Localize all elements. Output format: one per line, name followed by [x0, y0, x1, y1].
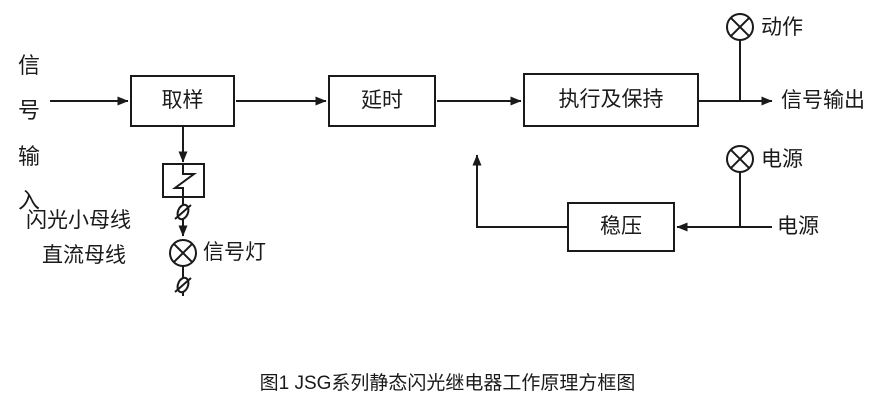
action-lamp-label: 动作 — [761, 16, 803, 39]
relay-contact-icon — [171, 164, 198, 197]
figure-caption: 图1 JSG系列静态闪光继电器工作原理方框图 — [259, 373, 636, 394]
arrow-regulator-to-execute — [472, 154, 568, 228]
block-label-execute-hold: 执行及保持 — [558, 88, 664, 111]
block-regulator — [567, 202, 675, 252]
block-label-sampling: 取样 — [161, 89, 204, 112]
input-char-2: 号 — [18, 98, 41, 123]
power-lamp-label: 电源 — [761, 148, 803, 171]
input-char-1: 信 — [18, 53, 41, 78]
block-sampling — [130, 75, 235, 127]
terminal-slash-stroke-flash — [174, 204, 192, 220]
flash-bus-label: 闪光小母线 — [26, 209, 131, 232]
block-label-delay: 延时 — [361, 89, 403, 112]
signal-lamp-label: 信号灯 — [203, 241, 266, 264]
input-char-4: 入 — [18, 188, 41, 213]
dc-bus-label: 直流母线 — [42, 244, 126, 267]
signal-lamp-cross-b — [173, 243, 193, 263]
block-label-regulator: 稳压 — [600, 215, 642, 238]
input-char-3: 输 — [18, 144, 41, 169]
action-lamp-cross-b — [730, 17, 750, 37]
block-execute-hold — [523, 73, 699, 127]
power-input-label: 电源 — [777, 215, 819, 238]
block-delay — [328, 75, 436, 127]
terminal-slash-stroke-dc — [174, 277, 192, 293]
signal-output-label: 信号输出 — [781, 89, 865, 112]
power-lamp-cross-b — [730, 149, 750, 169]
